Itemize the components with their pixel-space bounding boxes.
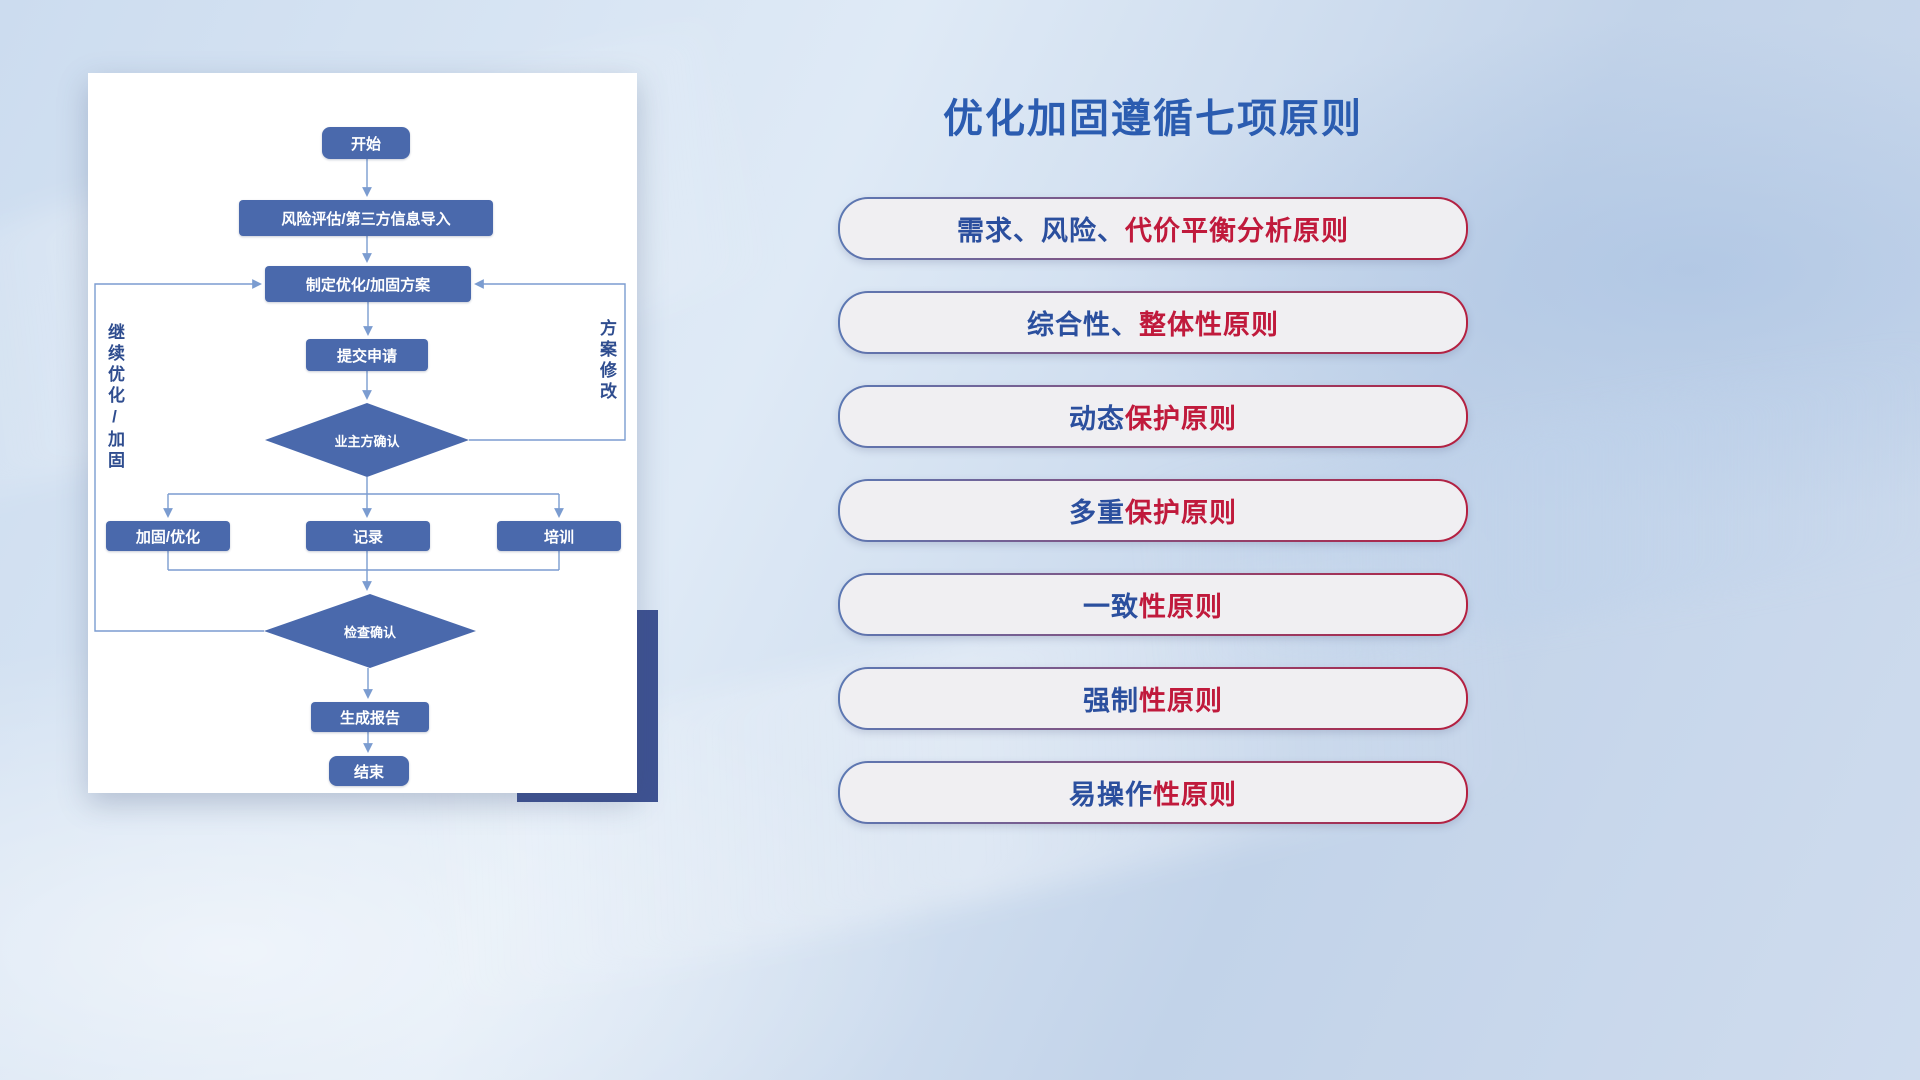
flow-node-risk-assessment: 风险评估/第三方信息导入: [239, 200, 493, 236]
flow-node-record: 记录: [306, 521, 430, 551]
flowchart-card: 开始 风险评估/第三方信息导入 制定优化/加固方案 提交申请 业主方确认 加固/…: [88, 73, 637, 793]
principle-text-red: 性原则: [1139, 686, 1223, 716]
principle-text-blue: 动态: [1069, 404, 1125, 434]
principle-item: 综合性、整体性原则: [838, 291, 1468, 354]
flow-node-training: 培训: [497, 521, 621, 551]
principle-item: 强制性原则: [838, 667, 1468, 730]
principle-text-red: 代价平衡分析原则: [1125, 216, 1349, 246]
principle-item: 多重保护原则: [838, 479, 1468, 542]
principle-label: 综合性、整体性原则: [840, 293, 1466, 352]
principle-text-red: 整体性原则: [1139, 310, 1279, 340]
flow-node-make-plan: 制定优化/加固方案: [265, 266, 471, 302]
flow-node-end: 结束: [329, 756, 409, 786]
principle-label: 需求、风险、代价平衡分析原则: [840, 199, 1466, 258]
flow-label-plan-revision: 方案修改: [597, 319, 616, 403]
principle-item: 一致性原则: [838, 573, 1468, 636]
principle-text-blue: 需求、风险、: [957, 216, 1125, 246]
principle-text-blue: 强制: [1083, 686, 1139, 716]
principle-item: 易操作性原则: [838, 761, 1468, 824]
principle-label: 强制性原则: [840, 669, 1466, 728]
principle-text-red: 保护原则: [1125, 404, 1237, 434]
flow-node-start: 开始: [322, 127, 410, 159]
principle-text-blue: 多重: [1069, 498, 1125, 528]
principle-item: 需求、风险、代价平衡分析原则: [838, 197, 1468, 260]
principle-label: 多重保护原则: [840, 481, 1466, 540]
principle-text-blue: 一致: [1083, 592, 1139, 622]
page-title: 优化加固遵循七项原则: [943, 97, 1363, 141]
principle-label: 一致性原则: [840, 575, 1466, 634]
principles-list: 需求、风险、代价平衡分析原则 综合性、整体性原则 动态保护原则 多重保护原则 一…: [838, 197, 1468, 824]
flow-label-continue-optimize: 继续优化/加固: [105, 323, 124, 472]
principle-text-blue: 综合性、: [1027, 310, 1139, 340]
flow-node-generate-report: 生成报告: [311, 702, 429, 732]
flow-connectors: [94, 159, 626, 753]
principle-item: 动态保护原则: [838, 385, 1468, 448]
flow-node-reinforce-optimize: 加固/优化: [106, 521, 230, 551]
principle-text-blue: 易操作: [1069, 780, 1153, 810]
principle-label: 易操作性原则: [840, 763, 1466, 822]
principle-text-red: 保护原则: [1125, 498, 1237, 528]
principle-text-red: 性原则: [1153, 780, 1237, 810]
principle-text-red: 性原则: [1139, 592, 1223, 622]
flow-node-submit-application: 提交申请: [306, 339, 428, 371]
principle-label: 动态保护原则: [840, 387, 1466, 446]
